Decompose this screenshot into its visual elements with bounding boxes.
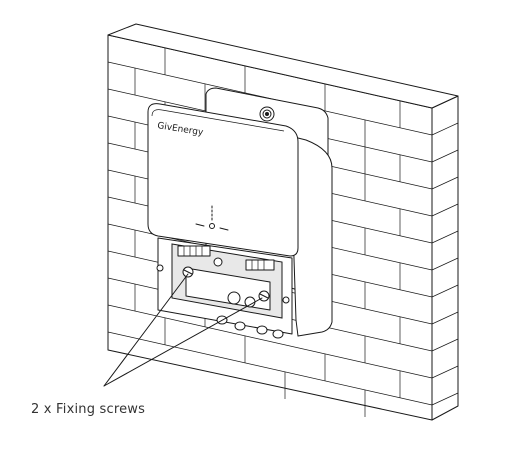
cable-glands bbox=[216, 315, 284, 339]
callout-leader-lines bbox=[103, 273, 263, 387]
wiring-compartment bbox=[156, 237, 293, 335]
callout-label: 2 x Fixing screws bbox=[31, 402, 146, 417]
status-leds bbox=[195, 205, 229, 231]
inverter-unit bbox=[147, 103, 333, 339]
